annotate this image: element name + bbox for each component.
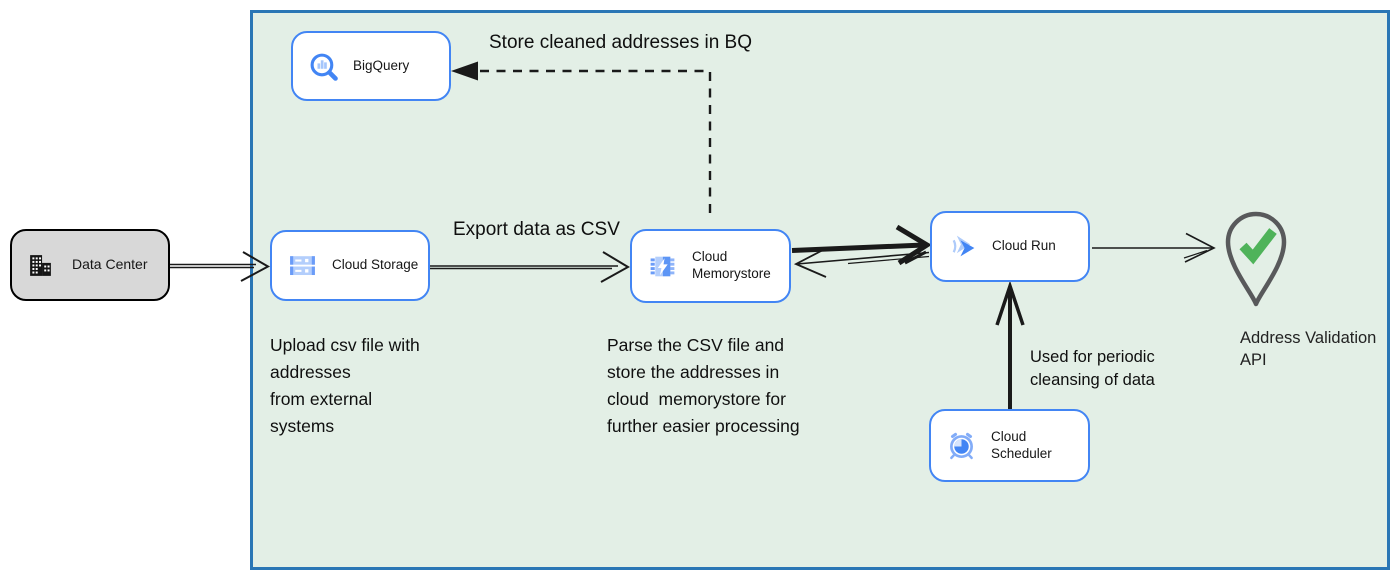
gcp-boundary-box xyxy=(250,10,1390,570)
node-label: BigQuery xyxy=(353,57,410,73)
bigquery-icon xyxy=(308,51,339,82)
address-validation-pin xyxy=(1222,209,1290,314)
node-cloud-scheduler: Cloud Scheduler xyxy=(929,409,1090,482)
cloud-memorystore-icon xyxy=(647,251,678,282)
node-label: Data Center xyxy=(72,256,148,273)
store-bq-label: Store cleaned addresses in BQ xyxy=(489,32,752,53)
node-data-center: Data Center xyxy=(10,229,170,301)
node-bigquery: BigQuery xyxy=(291,31,451,101)
export-csv-label: Export data as CSV xyxy=(453,219,620,240)
data-center-icon xyxy=(27,252,54,279)
node-label: Cloud Storage xyxy=(332,257,419,273)
address-validation-label: Address Validation API xyxy=(1240,329,1377,369)
node-label: Cloud Run xyxy=(992,238,1056,254)
node-cloud-storage: Cloud Storage xyxy=(270,230,430,301)
node-cloud-run: Cloud Run xyxy=(930,211,1090,282)
node-label: Cloud Memorystore xyxy=(692,249,771,281)
node-cloud-memorystore: Cloud Memorystore xyxy=(630,229,791,303)
cloud-storage-icon xyxy=(287,250,318,281)
cloud-run-icon xyxy=(947,231,978,262)
upload-note: Upload csv file with addresses from exte… xyxy=(270,335,420,436)
node-label: Cloud Scheduler xyxy=(991,428,1052,461)
periodic-cleansing-note: Used for periodic cleansing of data xyxy=(1030,348,1155,389)
cloud-scheduler-icon xyxy=(946,430,977,461)
parse-note: Parse the CSV file and store the address… xyxy=(607,335,800,436)
location-pin-check-icon xyxy=(1225,211,1287,307)
